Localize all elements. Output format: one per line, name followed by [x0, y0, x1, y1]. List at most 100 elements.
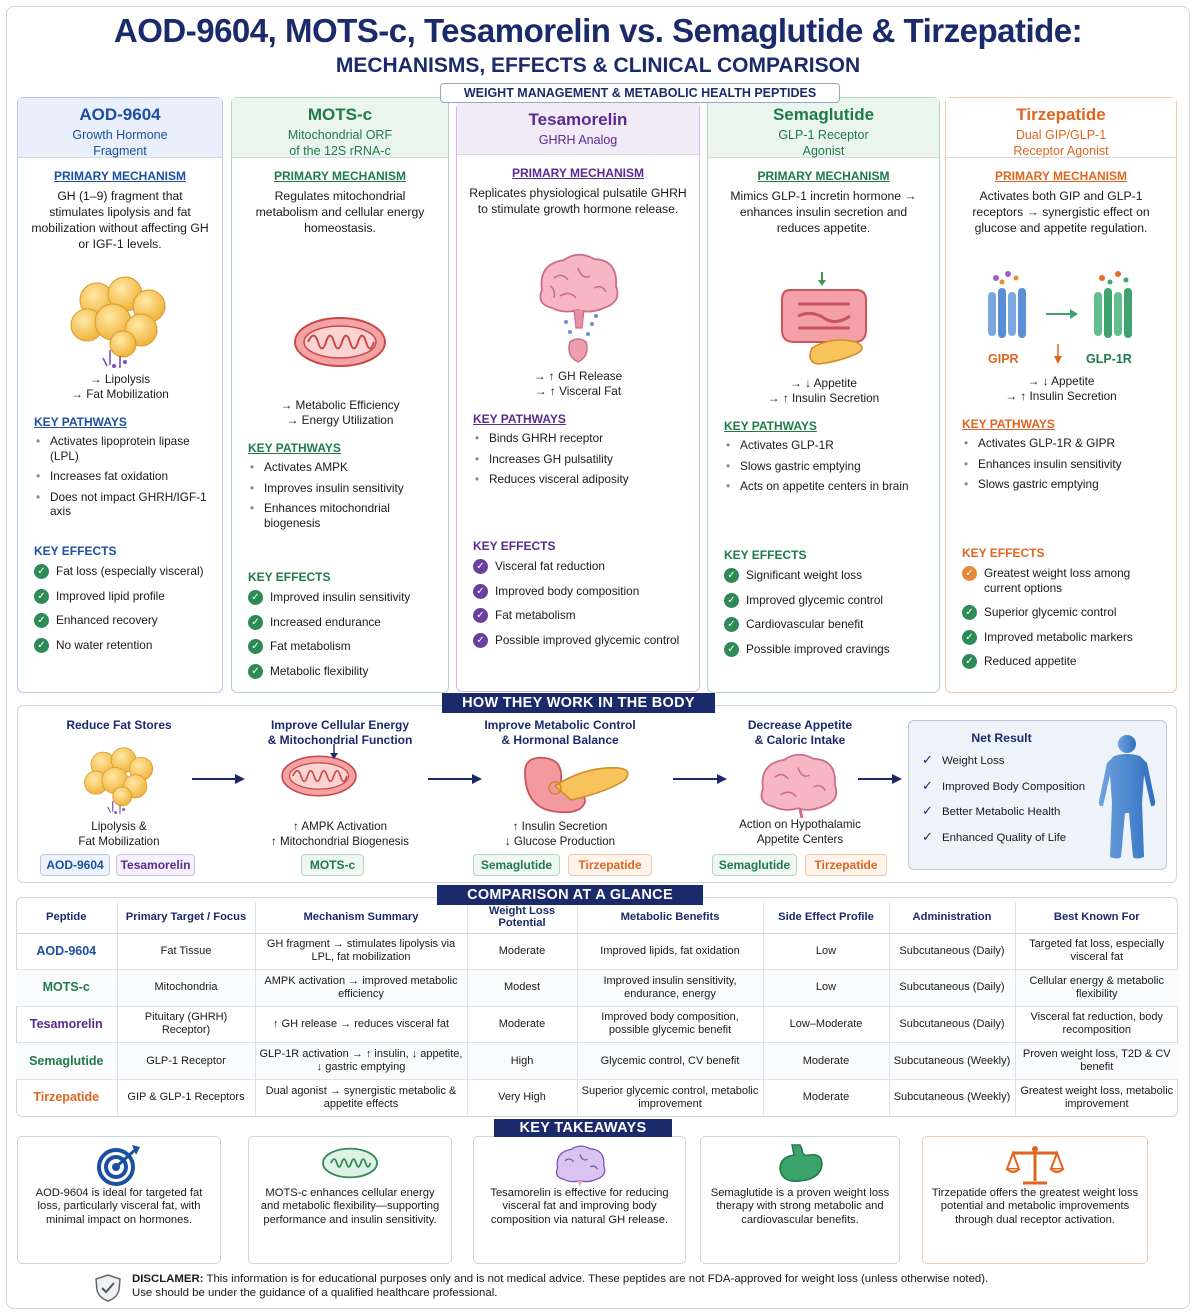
effect-item: ✓Increased endurance	[248, 614, 440, 630]
pathways-title: KEY PATHWAYS	[473, 412, 566, 426]
how-band: HOW THEY WORK IN THE BODY	[442, 693, 715, 713]
net-result-item: ✓Enhanced Quality of Life	[922, 828, 1067, 844]
card-subtitle-line: Dual GIP/GLP-1	[1015, 128, 1107, 142]
check-icon: ✓	[248, 590, 263, 605]
step-caption: ↑ AMPK Activation↑ Mitochondrial Biogene…	[271, 820, 409, 848]
step-illustration	[515, 752, 635, 823]
effect-item: ✓Improved insulin sensitivity	[248, 590, 440, 605]
table-cell: Pituitary (GHRH) Receptor)	[116, 1005, 255, 1043]
takeaway-card: MOTS-c enhances cellular energy and meta…	[248, 1136, 452, 1264]
check-icon: ✓	[922, 777, 933, 793]
mechanism-outcomes: → ↓ Appetite → ↑ Insulin Secretion	[946, 374, 1176, 403]
flow-arrow-icon	[428, 772, 482, 791]
pathways-list: Activates GLP-1RSlows gastric emptyingAc…	[726, 438, 931, 536]
table-cell: Dual agonist → synergistic metabolic & a…	[254, 1078, 467, 1116]
page-title: AOD-9604, MOTS-c, Tesamorelin vs. Semagl…	[113, 12, 1083, 49]
step-illustration	[80, 740, 160, 823]
brain-icon	[760, 753, 838, 819]
mechanism-text: Activates both GIP and GLP-1 receptors →…	[972, 189, 1150, 235]
pathway-item: Reduces visceral adiposity	[475, 472, 691, 487]
takeaway-text: Tirzepatide offers the greatest weight l…	[931, 1187, 1139, 1226]
check-icon: ✓	[962, 629, 977, 645]
comparison-band: COMPARISON AT A GLANCE	[437, 885, 703, 905]
shield-icon	[95, 1274, 121, 1302]
table-cell: Fat Tissue	[116, 932, 255, 970]
peptide-tag: AOD-9604	[40, 854, 110, 876]
brain-pituitary-icon	[555, 1145, 605, 1187]
effect-item: ✓Superior glycemic control	[962, 605, 1168, 620]
mechanism-title: PRIMARY MECHANISM	[273, 169, 406, 183]
effects-list: ✓Significant weight loss✓Improved glycem…	[724, 568, 931, 657]
column-header: Mechanism Summary	[254, 902, 467, 934]
pathways-list: Activates lipoprotein lipase (LPL)Increa…	[36, 434, 214, 532]
effects-title: KEY EFFECTS	[34, 544, 117, 558]
mechanism-title: PRIMARY MECHANISM	[53, 169, 186, 183]
card-subtitle-line: Receptor Agonist	[1013, 144, 1109, 158]
table-cell: Subcutaneous (Weekly)	[888, 1078, 1015, 1116]
table-cell: Low–Moderate	[762, 1005, 889, 1043]
check-icon: ✓	[724, 617, 739, 632]
disclaimer-text: This information is for educational purp…	[206, 1273, 989, 1285]
table-cell: Moderate	[466, 1005, 577, 1043]
effect-item: ✓Metabolic flexibility	[248, 663, 440, 679]
effect-item: ✓Possible improved cravings	[724, 641, 931, 657]
outcome-line: → ↑ Insulin Secretion	[767, 390, 880, 405]
mitochondria-icon	[322, 1147, 378, 1179]
effect-item: ✓Reduced appetite	[962, 654, 1168, 669]
step-illustration	[278, 750, 360, 807]
pathways-title: KEY PATHWAYS	[34, 415, 127, 429]
mechanism-outcomes: → Metabolic Efficiency → Energy Utilizat…	[232, 398, 448, 427]
takeaway-text: AOD-9604 is ideal for targeted fat loss,…	[35, 1187, 203, 1226]
check-icon: ✓	[34, 588, 49, 604]
page-frame	[6, 6, 1190, 1309]
flow-arrow-icon	[858, 772, 902, 791]
step-title: Reduce Fat Stores	[66, 718, 172, 732]
outcome-line: → Fat Mobilization	[71, 386, 169, 401]
table-cell: Moderate	[762, 1078, 889, 1116]
check-icon: ✓	[962, 605, 977, 620]
table-cell: Proven weight loss, T2D & CV benefit	[1014, 1042, 1178, 1080]
pathways-title: KEY PATHWAYS	[962, 417, 1055, 431]
table-cell: GIP & GLP-1 Receptors	[116, 1078, 255, 1116]
pathway-item: Slows gastric emptying	[726, 459, 931, 474]
pathway-item: Activates AMPK	[250, 460, 440, 475]
effect-item: ✓Improved metabolic markers	[962, 629, 1168, 645]
table-cell: GLP-1 Receptor	[116, 1042, 255, 1080]
intestine-pancreas-icon	[780, 272, 867, 365]
card-tesa: Tesamorelin GHRH Analog PRIMARY MECHANIS…	[456, 102, 700, 692]
check-icon: ✓	[248, 639, 263, 654]
pathways-list: Activates AMPKImproves insulin sensitivi…	[250, 460, 440, 558]
glp1r-label: GLP-1R	[1086, 352, 1132, 366]
net-result-box: Net Result ✓Weight Loss✓Improved Body Co…	[908, 720, 1167, 870]
step-caption: Lipolysis &Fat Mobilization	[78, 820, 160, 848]
outcome-line: → ↓ Appetite	[1027, 374, 1095, 388]
table-cell: GLP-1R activation → ↑ insulin, ↓ appetit…	[254, 1042, 467, 1080]
check-icon: ✓	[922, 752, 933, 767]
check-icon: ✓	[724, 641, 739, 657]
table-cell: Tirzepatide	[16, 1078, 117, 1116]
net-result-item: ✓Improved Body Composition	[922, 777, 1086, 793]
table-cell: Visceral fat reduction, body recompositi…	[1014, 1005, 1178, 1043]
table-cell: Cellular energy & metabolic flexibility	[1014, 969, 1178, 1007]
mechanism-title: PRIMARY MECHANISM	[511, 166, 644, 180]
mechanism-text: Replicates physiological pulsatile GHRH …	[469, 186, 687, 216]
table-cell: Tesamorelin	[16, 1005, 117, 1043]
table-cell: Subcutaneous (Weekly)	[888, 1042, 1015, 1080]
outcome-line: → Lipolysis	[89, 372, 151, 386]
outcome-line: → Energy Utilization	[286, 412, 394, 427]
stomach-pancreas-icon	[524, 756, 629, 814]
check-icon: ✓	[34, 637, 49, 653]
table-cell: GH fragment → stimulates lipolysis via L…	[254, 932, 467, 970]
table-cell: Low	[762, 932, 889, 970]
brain-pituitary-icon	[539, 253, 619, 363]
card-subtitle-line: of the 12S rRNA-c	[289, 144, 391, 158]
category-pill: WEIGHT MANAGEMENT & METABOLIC HEALTH PEP…	[440, 83, 840, 103]
takeaway-card: Semaglutide is a proven weight loss ther…	[700, 1136, 900, 1264]
column-header: Best Known For	[1014, 902, 1178, 934]
column-header: Administration	[888, 902, 1015, 934]
peptide-tag: Semaglutide	[712, 854, 797, 876]
takeaway-text: MOTS-c enhances cellular energy and meta…	[260, 1187, 440, 1226]
